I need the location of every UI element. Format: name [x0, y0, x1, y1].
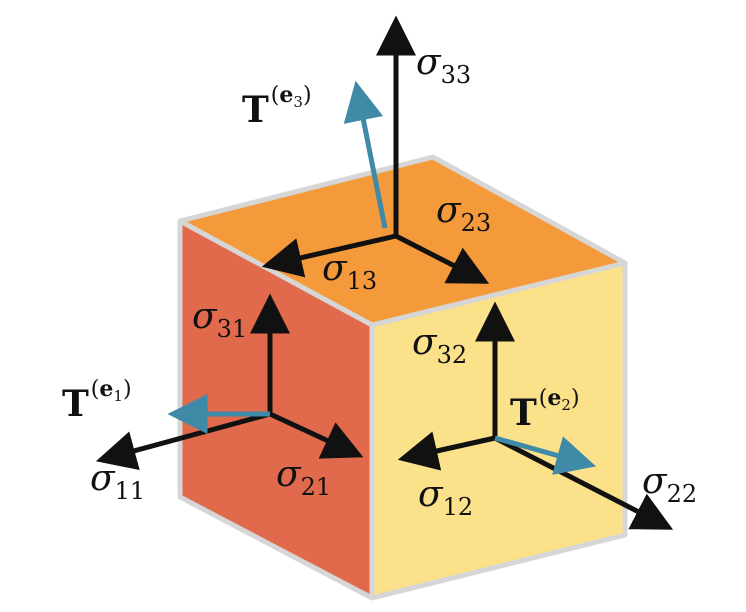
sigma-12-label: σ12 [418, 474, 473, 521]
traction-e3-arrow [343, 80, 388, 229]
traction-e1-label: T(e1) [62, 376, 132, 425]
sigma-11-arrow [95, 411, 271, 471]
sigma-33-label: σ33 [416, 42, 471, 89]
traction-e2-arrow [494, 435, 597, 475]
sigma-22-arrow [493, 435, 674, 530]
traction-e3-label: T(e3) [242, 82, 312, 131]
left-face [180, 221, 372, 598]
sigma-21-arrow [268, 411, 364, 459]
sigma-13-arrow [261, 233, 397, 278]
sigma-22-label: σ22 [642, 461, 697, 508]
sigma-11-label: σ11 [90, 458, 145, 505]
sigma-23-label: σ23 [436, 190, 491, 237]
sigma-23-arrow [394, 233, 490, 284]
traction-e2-label: T(e2) [510, 385, 580, 434]
sigma-32-label: σ32 [412, 322, 467, 369]
sigma-31-label: σ31 [192, 296, 247, 343]
sigma-21-label: σ21 [276, 454, 331, 501]
sigma-12-arrow [397, 431, 496, 471]
right-face [372, 263, 625, 598]
sigma-13-label: σ13 [322, 248, 377, 295]
